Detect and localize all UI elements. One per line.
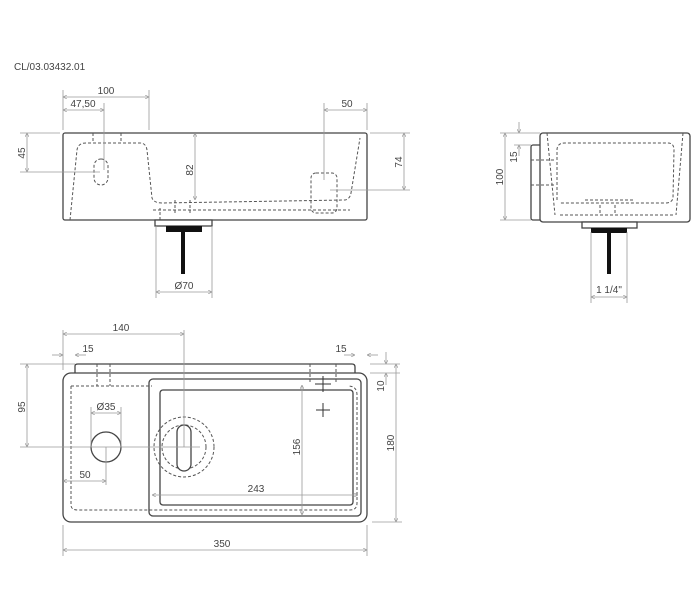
drawing-code: CL/03.03432.01 xyxy=(14,62,86,73)
dim-15-left: 15 xyxy=(82,344,94,355)
dim-243: 243 xyxy=(248,484,265,495)
dim-overflow-diameter: Ø35 xyxy=(97,402,116,413)
dim-140: 140 xyxy=(113,323,130,334)
dim-10: 10 xyxy=(376,380,387,392)
dim-50: 50 xyxy=(341,99,353,110)
dim-156: 156 xyxy=(292,438,303,455)
dim-waste-thread: 1 1/4" xyxy=(596,285,622,296)
bowl-inner xyxy=(159,389,354,506)
front-view: 100 47,50 50 45 82 74 Ø70 xyxy=(17,86,410,298)
dim-15-right: 15 xyxy=(335,344,347,355)
top-view: 140 15 15 10 95 Ø35 50 243 156 180 350 xyxy=(17,323,402,556)
dim-350: 350 xyxy=(214,539,231,550)
dim-15-side: 15 xyxy=(509,151,520,163)
waste-outlet xyxy=(166,226,202,232)
dim-waste-diameter: Ø70 xyxy=(175,281,194,292)
dim-74: 74 xyxy=(394,156,405,168)
dim-50-top: 50 xyxy=(79,470,91,481)
dim-95: 95 xyxy=(17,401,28,413)
side-view: 100 15 1 1/4" xyxy=(495,122,691,303)
dim-180: 180 xyxy=(386,434,397,451)
dim-47-50: 47,50 xyxy=(70,99,95,110)
waste-plate xyxy=(154,219,213,227)
basin-front-outline xyxy=(62,132,368,221)
dim-100-side: 100 xyxy=(495,168,506,185)
basin-side-outline xyxy=(539,132,691,223)
dim-100: 100 xyxy=(98,86,115,97)
dim-45: 45 xyxy=(17,147,28,159)
dim-82: 82 xyxy=(185,164,196,176)
